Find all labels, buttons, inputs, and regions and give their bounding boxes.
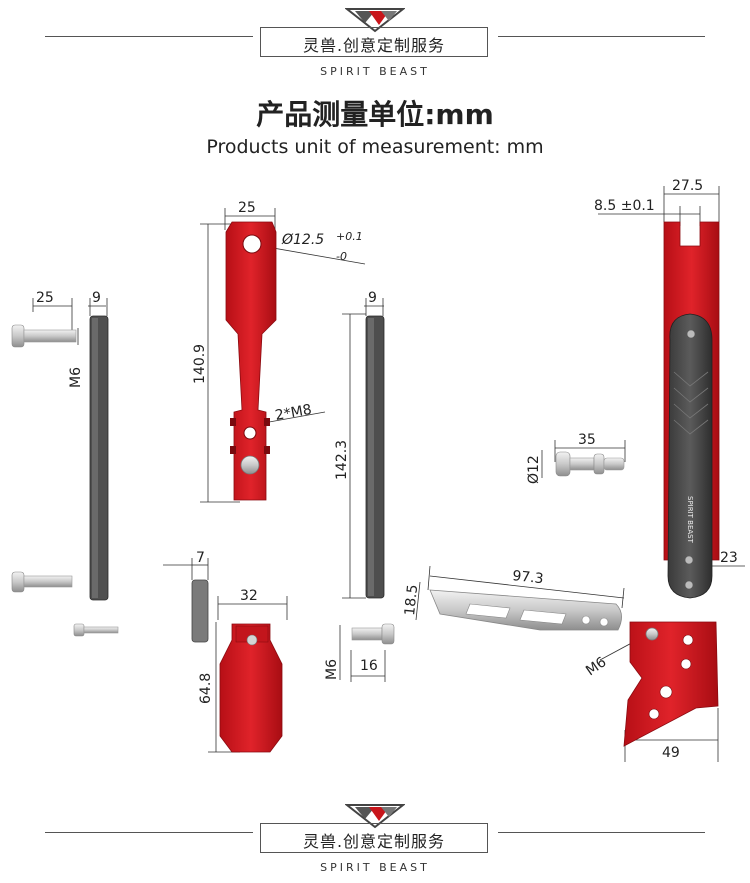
dim-plate-edge: 7: [196, 550, 205, 566]
dim-lever-slot: 8.5 ±0.1: [594, 198, 655, 214]
red-lever: [663, 221, 720, 599]
dim-plate-thickness-left: 9: [92, 290, 101, 306]
dim-block-height: 64.8: [198, 673, 214, 704]
spirit-beast-logo-icon: [345, 804, 405, 829]
dim-arm-holes: 2*M8: [274, 402, 313, 424]
page-subtitle: Products unit of measurement: mm: [206, 136, 544, 158]
dim-link-length: 97.3: [512, 568, 545, 587]
dimension-lines: [32, 186, 745, 762]
banner-rule-right: [498, 832, 705, 833]
dim-plate-thickness-mid: 9: [368, 290, 377, 306]
brand-box: 灵兽.创意定制服务: [260, 27, 488, 57]
dim-hole-dia: Ø12.5: [281, 232, 324, 248]
middle-dark-plate: [365, 315, 385, 599]
dim-lever-end: 23: [720, 550, 738, 566]
dim-bolt-length: 25: [36, 290, 54, 306]
banner-rule-right: [498, 36, 705, 37]
red-pedal: [623, 621, 719, 747]
dim-plate-length: 142.3: [334, 440, 350, 480]
banner-rule-left: [45, 36, 253, 37]
dimension-labels: 25 9 M6 25 Ø12.5 +0.1 -0 140.9 2*M8 9 14…: [36, 178, 738, 761]
red-block: [219, 623, 283, 753]
dim-pin-length: 35: [578, 432, 596, 448]
left-dark-plate: [89, 315, 109, 601]
left-small-screw: [73, 623, 119, 637]
dim-pedal-thread: M6: [583, 654, 609, 679]
dim-pin-dia: Ø12: [526, 455, 542, 484]
left-bolt-top: [11, 324, 77, 348]
brand-en-name: SPIRIT BEAST: [320, 65, 430, 78]
brand-cn-name: 灵兽.创意定制服务: [302, 832, 446, 851]
brand-box: 灵兽.创意定制服务: [260, 823, 488, 853]
spirit-beast-logo-icon: [345, 8, 405, 33]
dim-arm-length: 140.9: [192, 344, 208, 384]
bottom-bolt: [351, 623, 395, 645]
dim-bolt-length-bottom: 16: [360, 658, 378, 674]
banner-rule-left: [45, 832, 253, 833]
left-bolt-bottom: [11, 571, 73, 593]
dim-block-width: 32: [240, 588, 258, 604]
dim-link-width: 18.5: [402, 584, 421, 617]
silver-link: [429, 589, 622, 631]
top-banner: 灵兽.创意定制服务 SPIRIT BEAST: [0, 0, 750, 80]
dim-pedal-width: 49: [662, 745, 680, 761]
dim-hole-tol-plus: +0.1: [336, 230, 363, 243]
dim-bolt-thread-left: M6: [68, 367, 84, 388]
pin: [555, 451, 625, 477]
page-title: 产品测量单位:mm: [256, 98, 494, 131]
dim-arm-width: 25: [238, 200, 256, 216]
dim-hole-tol-minus: -0: [336, 250, 347, 263]
lever-label: SPIRIT BEAST: [686, 496, 694, 544]
brand-cn-name: 灵兽.创意定制服务: [302, 36, 446, 55]
red-arm: [225, 221, 277, 501]
dim-bolt-thread-bottom: M6: [324, 659, 340, 680]
bottom-banner: 灵兽.创意定制服务 SPIRIT BEAST: [0, 796, 750, 876]
dim-lever-width: 27.5: [672, 178, 703, 194]
small-grey-plate: [191, 579, 209, 643]
brand-en-name: SPIRIT BEAST: [320, 861, 430, 874]
